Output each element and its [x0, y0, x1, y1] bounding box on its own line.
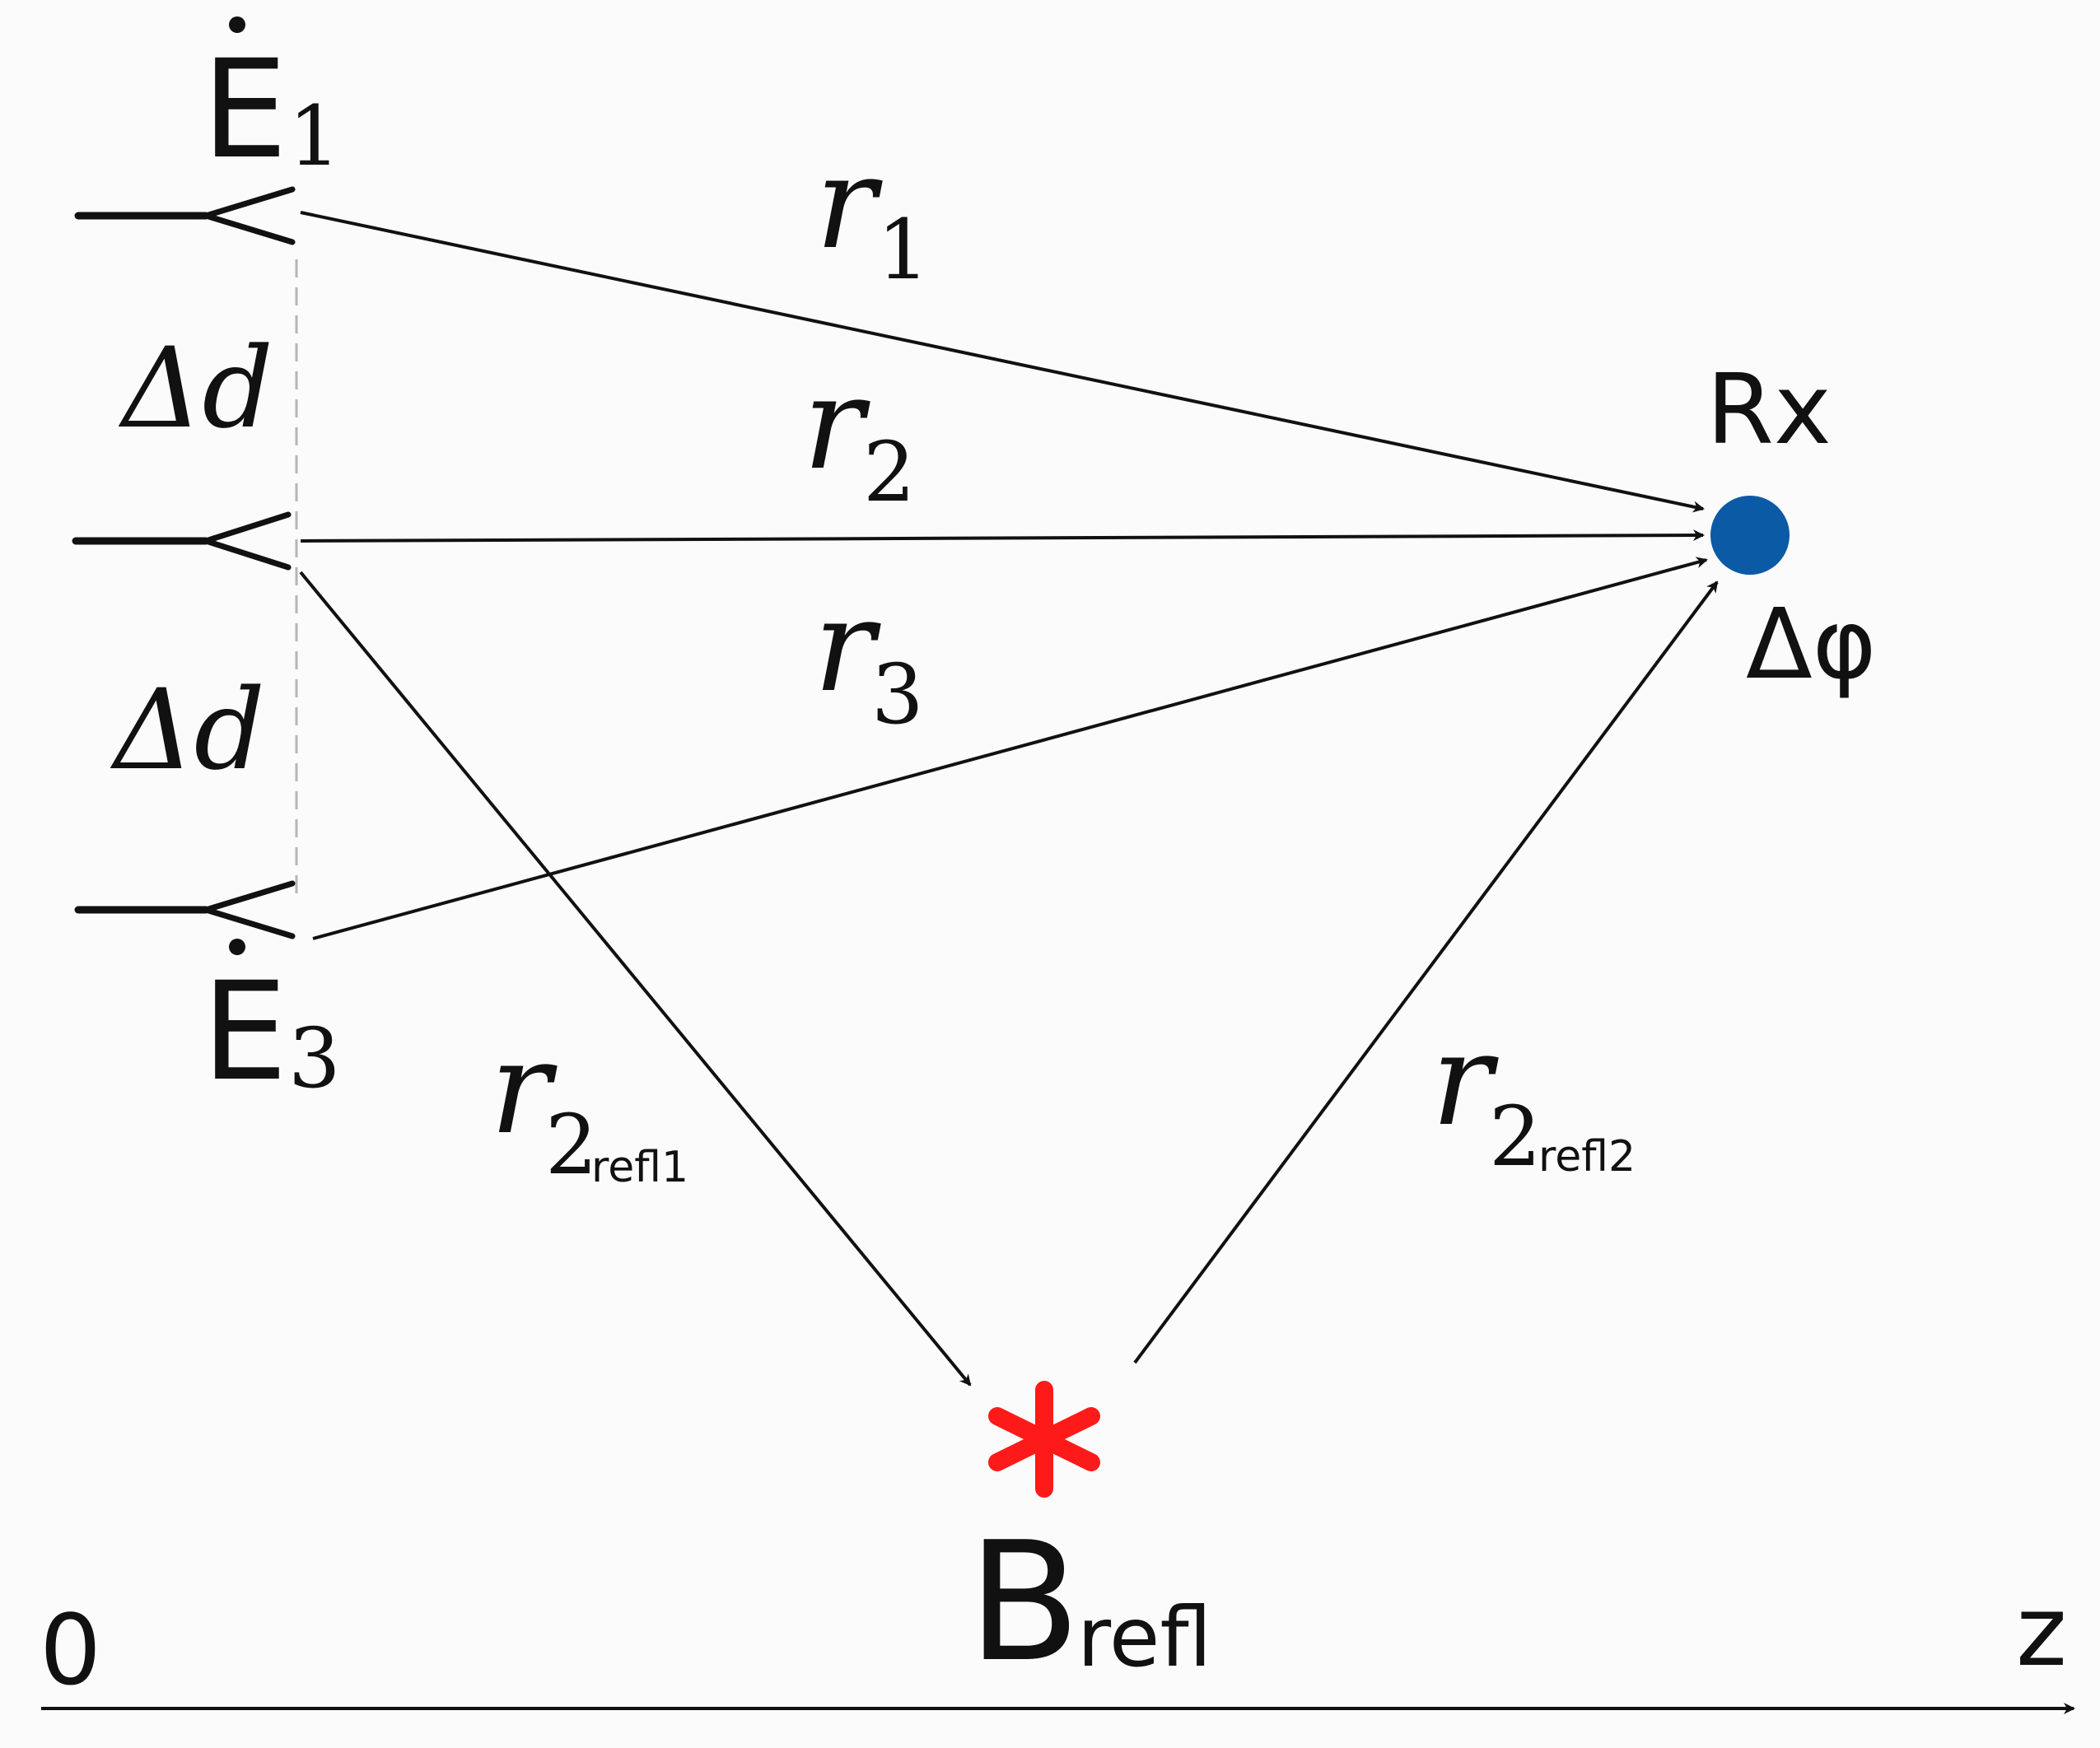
- path-label-r2-refl1: r 2 refl1: [490, 1014, 688, 1193]
- path-r2-refl1-arrow: [299, 571, 972, 1387]
- svg-text:2: 2: [545, 1097, 598, 1193]
- phase-label: Δφ: [1746, 587, 1877, 701]
- antenna-element-1: [74, 186, 296, 245]
- axis-origin-label: 0: [40, 1593, 101, 1707]
- reflector-label: B refl: [968, 1507, 1211, 1699]
- path-label-r2-refl2: r 2 refl2: [1431, 1005, 1636, 1185]
- path-label-r3: r 3: [814, 571, 924, 743]
- svg-text:E: E: [202, 30, 287, 189]
- svg-text:r: r: [815, 128, 883, 277]
- svg-text:r: r: [814, 571, 881, 720]
- svg-text:r: r: [803, 349, 870, 498]
- path-r3-arrow: [312, 557, 1708, 940]
- source-label-e3: E 3: [202, 939, 341, 1111]
- svg-text:r: r: [1431, 1005, 1499, 1154]
- path-r1-arrow: [300, 211, 1705, 513]
- receiver-label: Rx: [1706, 352, 1832, 466]
- delta-d-label-top: Δd: [118, 324, 273, 453]
- axis-z-label: z: [2016, 1574, 2067, 1688]
- asterisk-icon: [988, 1381, 1100, 1498]
- delta-d-label-bottom: Δd: [110, 665, 265, 795]
- svg-text:1: 1: [877, 202, 930, 298]
- svg-text:1: 1: [288, 88, 341, 184]
- svg-text:2: 2: [1489, 1088, 1542, 1185]
- svg-text:3: 3: [288, 1010, 341, 1107]
- source-label-e1: E 1: [202, 16, 341, 189]
- svg-text:r: r: [490, 1014, 558, 1163]
- svg-text:refl2: refl2: [1538, 1132, 1636, 1182]
- path-label-r2: r 2: [803, 349, 916, 520]
- svg-text:3: 3: [871, 646, 924, 743]
- receiver-dot-icon: [1710, 496, 1790, 575]
- svg-text:refl: refl: [1077, 1589, 1211, 1685]
- path-r2-refl2-arrow: [1133, 580, 1719, 1364]
- svg-text:E: E: [202, 953, 287, 1111]
- antenna-element-2: [72, 511, 292, 571]
- path-r2-arrow: [300, 529, 1705, 543]
- antenna-element-3: [74, 880, 296, 939]
- svg-text:2: 2: [863, 424, 916, 520]
- svg-text:refl1: refl1: [591, 1143, 688, 1192]
- path-label-r1: r 1: [815, 128, 930, 298]
- svg-text:B: B: [968, 1507, 1080, 1699]
